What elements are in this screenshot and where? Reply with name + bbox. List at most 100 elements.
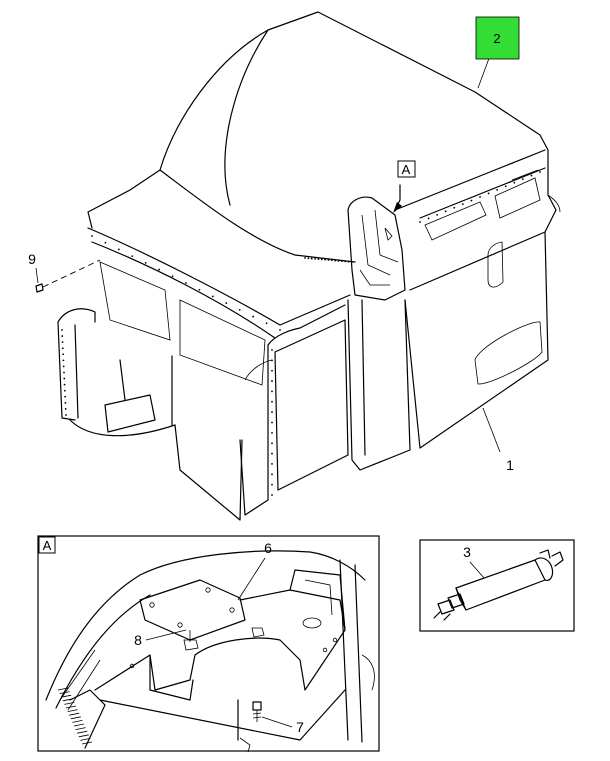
hatch-line: [75, 727, 86, 730]
rivet-dot: [337, 259, 340, 262]
rivet-dot: [171, 275, 174, 278]
rivet-dot: [185, 282, 187, 284]
rivet-dot: [271, 431, 273, 434]
nut: [251, 627, 265, 638]
rivet-dot: [265, 322, 268, 325]
rivet-dot: [63, 377, 66, 380]
rivet-dot: [131, 255, 134, 258]
part-3-view: [419, 539, 575, 632]
rivet-dot: [104, 241, 107, 244]
rivet-dot: [504, 185, 507, 188]
rivet-dot: [91, 235, 93, 237]
part-3-frame: [419, 539, 575, 632]
hatch-line: [64, 702, 75, 705]
rivet-dot: [444, 210, 447, 213]
view-ref-box[interactable]: [397, 160, 416, 178]
rivet-dot: [271, 473, 273, 476]
rivet-dot: [252, 315, 255, 318]
rivet-dot: [144, 261, 147, 264]
rivet-dot: [344, 260, 347, 263]
rivet-dot: [427, 217, 430, 220]
part-7-bolt: [252, 701, 262, 722]
rivet-dots: [61, 171, 541, 496]
callout-2-label: 2: [493, 31, 500, 46]
rivet-dot: [521, 178, 524, 181]
hatch-line: [67, 709, 78, 712]
rivet-dot: [271, 483, 273, 486]
rivet-dot: [63, 389, 66, 392]
rivet-dot: [64, 395, 67, 398]
rivet-dot: [271, 369, 273, 372]
rivet-dot: [271, 349, 273, 351]
rivet-dot: [271, 463, 273, 465]
rivet-dot: [314, 257, 316, 260]
leader-1: [482, 407, 501, 453]
rivet-dot: [238, 308, 241, 311]
rivet-dot: [271, 390, 273, 393]
hatch-line: [73, 723, 85, 727]
rivet-dot: [62, 365, 65, 368]
rivet-dot: [320, 258, 323, 261]
bracket-detail-on-cab: [347, 196, 406, 301]
part-8-bolt: [183, 630, 199, 651]
leader-6: [237, 557, 266, 601]
rivet-dot: [271, 452, 273, 455]
leader-9: [35, 267, 39, 284]
hatch-line: [59, 691, 70, 694]
rivet-dot: [225, 302, 228, 305]
hatch-line: [70, 716, 81, 720]
rivet-dot: [470, 199, 473, 202]
hatch-line: [61, 694, 72, 698]
rivet-dot: [347, 260, 350, 263]
callout-3-label[interactable]: 3: [463, 544, 471, 560]
view-ref-label: A: [402, 162, 411, 177]
rivet-dot: [64, 401, 67, 404]
callout-1-label[interactable]: 1: [506, 457, 514, 473]
detail-a-frame: [37, 535, 380, 752]
rivet-dot: [324, 258, 327, 261]
rivet-dot: [304, 257, 306, 259]
rivet-dot: [117, 248, 120, 251]
cab-assembly: [57, 11, 561, 521]
rivet-dot: [307, 257, 310, 260]
rivet-dot: [211, 295, 214, 298]
hatch-line: [72, 720, 83, 723]
rivet-dot: [530, 174, 533, 177]
rivet-dot: [63, 383, 66, 386]
rivet-dot: [271, 380, 273, 382]
callout-9-label[interactable]: 9: [28, 251, 36, 267]
rivet-dot: [61, 335, 64, 337]
callout-7-label[interactable]: 7: [296, 719, 304, 735]
rivet-dot: [513, 181, 516, 184]
rivet-dot: [65, 414, 67, 416]
rivet-dot: [479, 196, 481, 198]
rivet-dot: [271, 400, 273, 403]
rivet-dot: [539, 171, 541, 173]
rivet-dot: [63, 371, 65, 374]
rivet-dot: [271, 494, 273, 496]
rivet-dot: [271, 359, 273, 362]
rivet-dot: [158, 268, 161, 271]
rivet-dot: [279, 329, 281, 331]
rivet-dot: [419, 221, 421, 223]
callout-2-highlight[interactable]: [475, 16, 520, 60]
callout-6-label[interactable]: 6: [264, 540, 272, 556]
hatch-line: [78, 734, 89, 738]
rivet-dot: [327, 259, 330, 261]
hatch-line: [69, 712, 80, 716]
rivet-dot: [461, 203, 464, 206]
leader-8: [145, 629, 187, 641]
rivet-dot: [334, 259, 337, 262]
rivet-dot: [61, 341, 64, 344]
rivet-dot: [271, 421, 273, 424]
callout-8-label[interactable]: 8: [134, 632, 142, 648]
rivet-dot: [330, 259, 333, 262]
rivet-dot: [62, 353, 65, 356]
rivet-dot: [436, 213, 439, 216]
rivet-dot: [310, 257, 313, 260]
rivet-dot: [271, 411, 273, 414]
rivet-dot: [61, 329, 63, 331]
detail-a-view: A: [37, 535, 380, 753]
rivet-dot: [496, 188, 499, 191]
